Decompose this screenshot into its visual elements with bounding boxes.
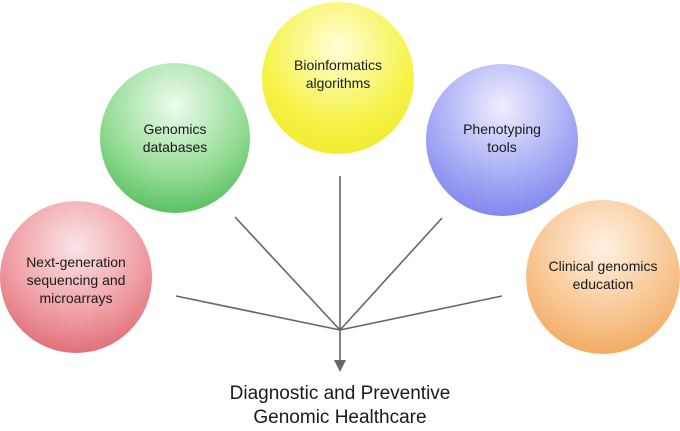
input-label-ngs: Next-generation sequencing and microarra… (26, 254, 126, 306)
input-circle-bioinformatics: Bioinformatics algorithms (262, 2, 414, 154)
input-circle-genomics-databases: Genomics databases (100, 63, 250, 213)
input-label-clinical-education: Clinical genomics education (548, 258, 658, 292)
connector-genomics (234, 216, 341, 331)
arrow-head-icon (334, 360, 346, 372)
input-circle-phenotyping: Phenotyping tools (426, 64, 578, 216)
connector-clinical (339, 295, 503, 331)
outcome-label: Diagnostic and Preventive Genomic Health… (229, 383, 451, 428)
connector-pheno (339, 217, 443, 331)
input-circle-ngs: Next-generation sequencing and microarra… (0, 201, 152, 353)
input-label-genomics-databases: Genomics databases (142, 121, 208, 155)
connector-ngs (175, 295, 341, 331)
input-label-bioinformatics: Bioinformatics algorithms (294, 57, 382, 91)
input-label-phenotyping: Phenotyping tools (463, 121, 541, 155)
input-circle-clinical-education: Clinical genomics education (526, 200, 680, 354)
